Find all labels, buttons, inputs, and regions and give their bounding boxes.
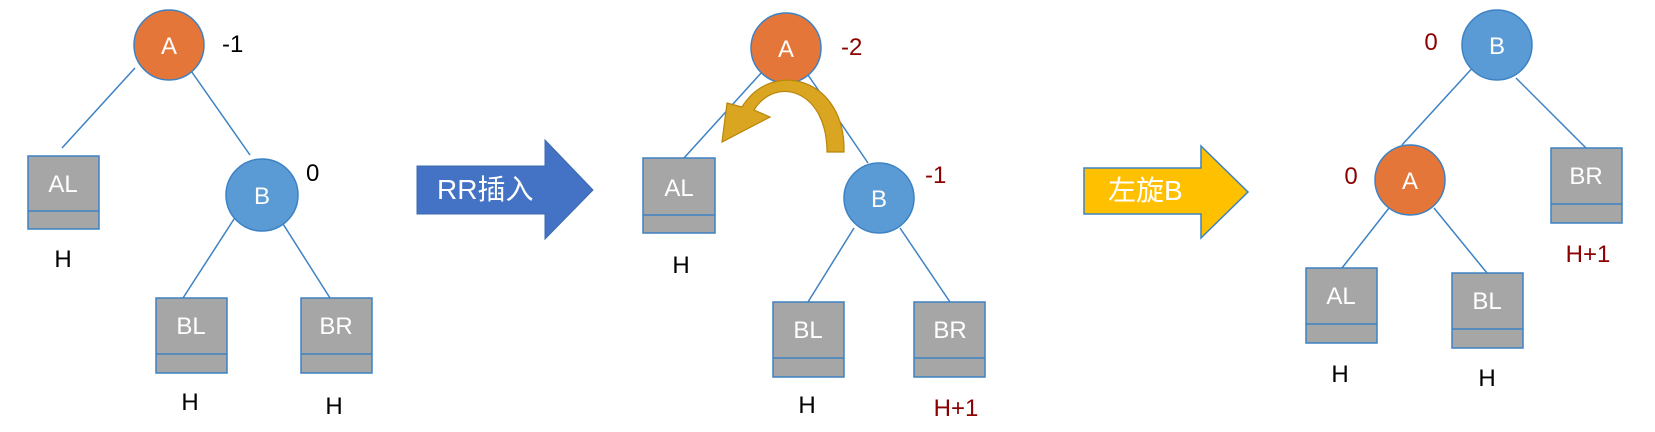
panel-before-insert: A -1 B 0 AL H BL H BR H [27, 9, 373, 420]
subtree-bl-label: BL [1472, 288, 1501, 315]
subtree-al-label: AL [48, 171, 77, 198]
edge-a-bl [1433, 207, 1488, 274]
subtree-br-label: BR [1569, 163, 1602, 190]
edge-a-al [61, 67, 136, 149]
node-b: B [225, 158, 299, 232]
subtree-br-label: BR [319, 313, 352, 340]
subtree-bl-label: BL [793, 317, 822, 344]
subtree-al: AL [1305, 267, 1378, 344]
subtree-al: AL [642, 157, 716, 234]
node-a-label: A [1402, 168, 1418, 195]
balance-factor-a: -2 [841, 34, 862, 61]
rotation-arrow-icon [721, 79, 845, 153]
node-b-label: B [254, 183, 270, 210]
left-rotate-arrow-icon: 左旋B [1083, 144, 1250, 240]
edge-b-br [1515, 77, 1587, 149]
node-a-label: A [778, 36, 794, 63]
panel-after-rr-insert: A -2 B -1 AL H BL H BR H+1 [642, 12, 986, 422]
edge-b-br [277, 215, 331, 299]
subtree-br: BR [913, 301, 986, 378]
height-br: H+1 [934, 395, 979, 422]
balance-factor-b: -1 [925, 162, 946, 189]
subtree-al-label: AL [1326, 283, 1355, 310]
left-rotate-label: 左旋B [1108, 175, 1183, 206]
edge-a-b [188, 67, 251, 156]
subtree-al: AL [27, 155, 100, 230]
subtree-bl: BL [1451, 272, 1524, 349]
node-b-label: B [1489, 33, 1505, 60]
node-a: A [750, 12, 822, 84]
height-al: H [54, 246, 71, 273]
subtree-br-label: BR [933, 317, 966, 344]
balance-factor-b: 0 [306, 160, 319, 187]
height-bl: H [181, 389, 198, 416]
height-br: H [325, 393, 342, 420]
subtree-br: BR [300, 297, 373, 374]
height-bl: H [798, 392, 815, 419]
subtree-bl: BL [772, 301, 845, 378]
height-al: H [672, 252, 689, 279]
node-a: A [133, 9, 205, 81]
node-b-label: B [871, 186, 887, 213]
panel-after-left-rotation: B 0 A 0 BR H+1 AL H BL H [1305, 9, 1623, 392]
edge-b-a [1401, 63, 1477, 146]
edge-b-bl [182, 215, 237, 299]
balance-factor-a: 0 [1344, 163, 1357, 190]
edge-b-bl [807, 227, 855, 303]
subtree-br: BR [1550, 147, 1623, 224]
height-al: H [1331, 361, 1348, 388]
rr-insert-label: RR插入 [437, 174, 533, 205]
node-b: B [1461, 9, 1533, 81]
edge-a-al [1341, 207, 1390, 269]
node-a-label: A [161, 33, 177, 60]
subtree-bl: BL [155, 297, 228, 374]
subtree-bl-label: BL [176, 313, 205, 340]
height-bl: H [1478, 365, 1495, 392]
node-a: A [1374, 144, 1446, 216]
subtree-al-label: AL [664, 175, 693, 202]
node-b: B [843, 162, 915, 234]
edge-a-al [683, 71, 763, 159]
balance-factor-b: 0 [1424, 29, 1437, 56]
edge-b-br [899, 227, 951, 303]
height-br: H+1 [1566, 241, 1611, 268]
rr-insert-arrow-icon: RR插入 [416, 138, 594, 241]
balance-factor-a: -1 [222, 31, 243, 58]
